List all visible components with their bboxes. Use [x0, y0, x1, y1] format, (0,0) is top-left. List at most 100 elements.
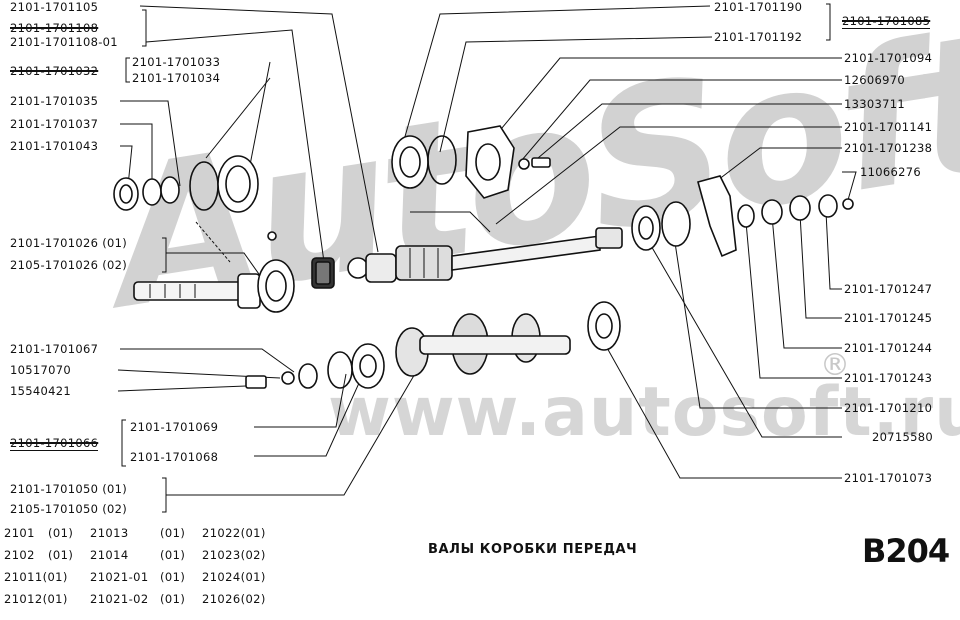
seal-ring-inner: [119, 184, 133, 204]
leader-line: [495, 126, 842, 225]
model-cell: (01): [160, 526, 186, 540]
washer-2101-1701067: [298, 363, 318, 389]
model-cell: 21012(01): [4, 592, 68, 606]
needle-bearing: [311, 257, 335, 289]
part-label-2101-1701035: 2101-1701035: [10, 94, 99, 108]
diagram-code: B204: [862, 532, 950, 570]
model-cell: (01): [160, 570, 186, 584]
bolt-15540421: [245, 375, 267, 389]
spacer-2101-1701243: [737, 204, 755, 228]
snap-ring: [427, 135, 457, 185]
leader-line: [673, 235, 842, 409]
part-label-12606970: 12606970: [844, 73, 905, 87]
leader-line: [117, 385, 247, 392]
nut-11066276: [842, 198, 854, 210]
leader-line: [145, 29, 325, 263]
leader-line: [825, 211, 842, 290]
model-cell: 21021-02: [90, 592, 149, 606]
washer: [160, 176, 180, 204]
diagram-title: ВАЛЫ КОРОБКИ ПЕРЕДАЧ: [428, 542, 638, 557]
shift-fork: [697, 175, 737, 258]
part-label-2101-1701190: 2101-1701190: [714, 0, 803, 14]
model-cell: 21023(02): [202, 548, 266, 562]
model-cell: 21014: [90, 548, 129, 562]
model-cell: (01): [48, 548, 74, 562]
part-label-2101-1701247: 2101-1701247: [844, 282, 933, 296]
model-cell: (01): [48, 526, 74, 540]
part-label-2101-1701037: 2101-1701037: [10, 117, 99, 131]
bearing-inner: [595, 313, 613, 339]
model-cell: 21024(01): [202, 570, 266, 584]
part-label-2101-1701210: 2101-1701210: [844, 401, 933, 415]
part-label-11066276: 11066276: [860, 165, 921, 179]
leader-line: [205, 77, 271, 159]
part-label-2105-1701050: 2105-1701050 (02): [10, 502, 127, 516]
part-label-2101-1701094: 2101-1701094: [844, 51, 933, 65]
leader-line: [120, 348, 295, 373]
part-label-20715580: 20715580: [872, 430, 933, 444]
leader-line: [799, 213, 842, 319]
bolt: [531, 157, 551, 168]
leader-line: [717, 147, 842, 181]
gear-2101-1701238: [661, 201, 691, 247]
leader-line: [745, 221, 842, 379]
part-label-2101-1701068: 2101-1701068: [130, 450, 219, 464]
counter-shaft: [395, 313, 571, 377]
part-label-15540421: 15540421: [10, 384, 71, 398]
leader-line: [537, 103, 842, 159]
snap-ring-2101-1701069: [327, 351, 353, 389]
washer-small: [518, 158, 530, 170]
bearing-inner: [359, 354, 377, 378]
spacer-2101-1701247: [818, 194, 838, 218]
model-cell: 21011(01): [4, 570, 68, 584]
leader-line: [605, 345, 842, 479]
part-label-2101-1701085: 2101-1701085: [842, 14, 931, 29]
bracket: [162, 237, 167, 273]
part-label-2101-1701067: 2101-1701067: [10, 342, 99, 356]
bracket: [142, 9, 147, 47]
bearing-inner: [638, 216, 654, 240]
part-label-2101-1701108-01: 2101-1701108-01: [10, 35, 118, 49]
part-label-13303711: 13303711: [844, 97, 905, 111]
snap-ring: [189, 161, 219, 211]
model-cell: 21021-01: [90, 570, 149, 584]
part-label-2101-1701034: 2101-1701034: [132, 71, 221, 85]
part-label-2101-1701244: 2101-1701244: [844, 341, 933, 355]
part-label-2101-1701245: 2101-1701245: [844, 311, 933, 325]
part-label-2101-1701032: 2101-1701032: [10, 64, 99, 78]
model-cell: 2102: [4, 548, 35, 562]
leader-line: [649, 243, 842, 438]
part-label-2101-1701105: 2101-1701105: [10, 0, 99, 14]
model-cell: 21013: [90, 526, 129, 540]
leader-line: [521, 79, 842, 161]
part-label-2101-1701192: 2101-1701192: [714, 30, 803, 44]
leader-line: [166, 252, 267, 285]
washer-10517070: [281, 371, 295, 385]
leader-line: [439, 36, 713, 153]
part-label-2101-1701043: 2101-1701043: [10, 139, 99, 153]
leader-line: [254, 373, 347, 428]
input-shaft: [133, 259, 295, 313]
leader-line: [491, 57, 842, 141]
spacer-2101-1701245: [789, 195, 811, 221]
spacer-2101-1701244: [761, 199, 783, 225]
assembly-guide: [410, 211, 491, 233]
model-cell: (01): [160, 548, 186, 562]
watermark-registered-mark: ®: [820, 348, 850, 383]
part-label-2101-1701238: 2101-1701238: [844, 141, 933, 155]
bracket: [121, 419, 126, 467]
leader-line: [120, 123, 153, 186]
leader-line: [120, 100, 181, 187]
leader-line: [120, 145, 133, 187]
part-label-2101-1701069: 2101-1701069: [130, 420, 219, 434]
bracket: [162, 477, 167, 513]
part-label-2101-1701026: 2101-1701026 (01): [10, 236, 127, 250]
leader-line: [842, 171, 857, 201]
part-label-10517070: 10517070: [10, 363, 71, 377]
model-cell: 2101: [4, 526, 35, 540]
rear-bearing-inner: [399, 146, 421, 178]
part-label-2101-1701033: 2101-1701033: [132, 55, 221, 69]
leader-line: [254, 371, 365, 457]
